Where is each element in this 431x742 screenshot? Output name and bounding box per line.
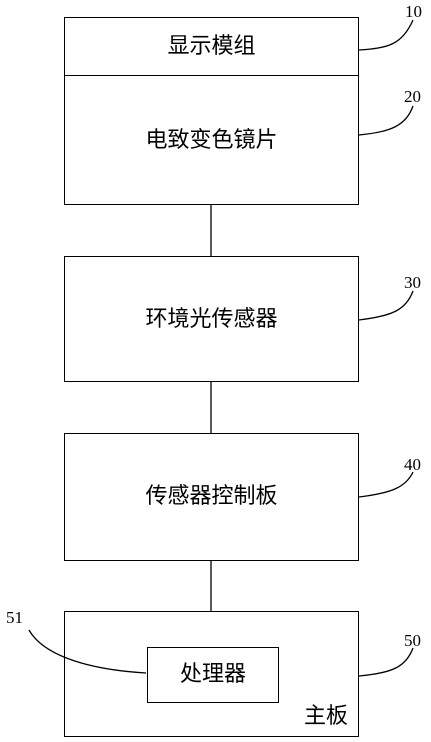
ref-20: 20 <box>404 87 421 106</box>
processor-box: 处理器 <box>147 647 279 703</box>
ref-30: 30 <box>404 273 421 292</box>
ambient-light-sensor-box: 环境光传感器 <box>64 256 359 382</box>
sensor-control-board-label: 传感器控制板 <box>145 484 278 509</box>
leader-line-40 <box>358 471 414 498</box>
leader-line-10 <box>358 19 414 51</box>
ambient-light-sensor-label: 环境光传感器 <box>145 307 278 332</box>
display-lens-assembly: 显示模组 电致变色镜片 <box>64 17 359 205</box>
display-module-label: 显示模组 <box>167 34 256 59</box>
ref-40: 40 <box>404 455 421 474</box>
ec-lens-label: 电致变色镜片 <box>145 128 278 153</box>
ref-10: 10 <box>405 2 422 21</box>
ref-51: 51 <box>6 608 23 627</box>
sensor-control-board-box: 传感器控制板 <box>64 433 359 561</box>
mainboard-box: 处理器 主板 <box>64 611 359 737</box>
leader-line-30 <box>358 290 414 321</box>
mainboard-label: 主板 <box>303 704 348 729</box>
assembly-divider <box>65 75 358 76</box>
leader-line-50 <box>358 647 414 677</box>
ref-50: 50 <box>404 631 421 650</box>
leader-line-20 <box>358 105 414 136</box>
processor-label: 处理器 <box>179 662 246 687</box>
